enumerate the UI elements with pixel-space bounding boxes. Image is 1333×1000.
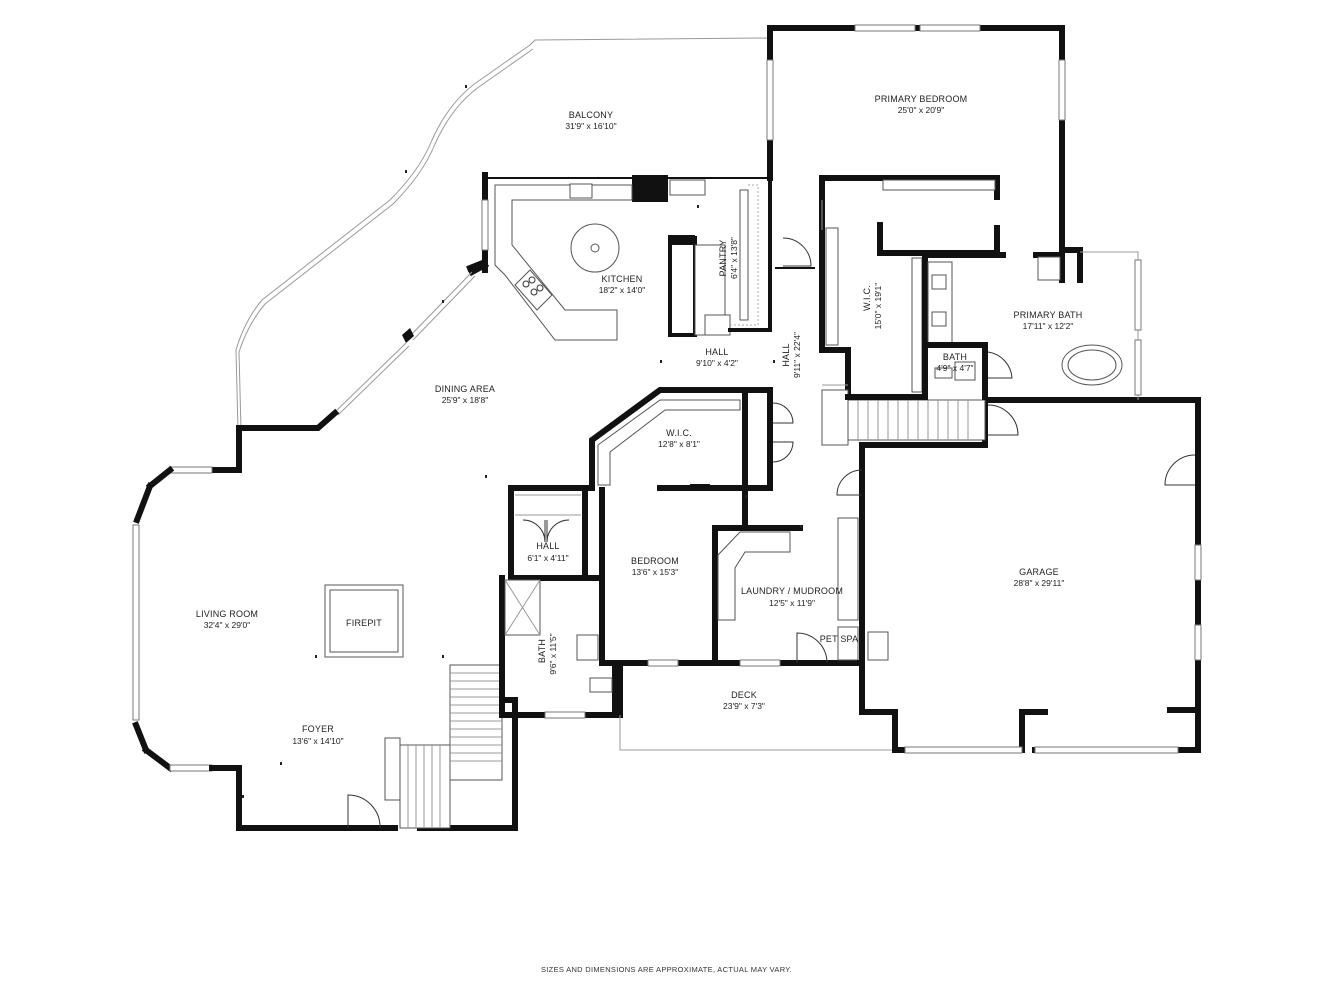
label-bath-small-dim: 4'9" x 4'7" <box>936 363 973 373</box>
primary-bath-walls <box>922 251 1142 400</box>
label-bath-lower-name: BATH <box>537 639 547 663</box>
label-foyer-name: FOYER <box>302 724 334 734</box>
label-hall-upper-name: HALL <box>705 347 728 357</box>
label-deck-dim: 23'9" x 7'3" <box>723 701 765 711</box>
label-laundry-dim: 12'5" x 11'9" <box>769 598 815 608</box>
primary-bedroom-walls <box>766 24 1083 283</box>
label-primary-bath-name: PRIMARY BATH <box>1014 310 1083 320</box>
laundry-walls <box>712 517 863 667</box>
label-balcony-dim: 31'9" x 16'10" <box>565 121 616 131</box>
living-dining-walls <box>132 260 518 831</box>
label-balcony-name: BALCONY <box>569 110 613 120</box>
label-kitchen-dim: 18'2" x 14'0" <box>599 285 646 295</box>
label-bedroom-dim: 13'6" x 15'3" <box>632 567 679 577</box>
label-deck-name: DECK <box>731 690 757 700</box>
label-laundry-name: LAUNDRY / MUDROOM <box>741 586 843 596</box>
label-hall-upper-dim: 9'10" x 4'2" <box>696 358 738 368</box>
hall-wic-primary-walls <box>775 175 1000 446</box>
label-wic-center-name: W.I.C. <box>666 428 692 438</box>
label-hall-vertical-name: HALL <box>781 343 791 366</box>
label-wic-center-dim: 12'8" x 8'1" <box>658 439 700 449</box>
label-wic-primary-name: W.I.C. <box>862 285 872 311</box>
label-hall-small-name: HALL <box>536 541 559 551</box>
label-wic-primary-dim: 15'0" x 19'1" <box>873 283 883 330</box>
label-primary-bedroom-dim: 25'0" x 20'9" <box>898 105 945 115</box>
label-dining-name: DINING AREA <box>435 384 495 394</box>
label-hall-small-dim: 6'1" x 4'11" <box>527 553 568 563</box>
room-labels: BALCONY 31'9" x 16'10" PRIMARY BEDROOM 2… <box>196 94 1083 746</box>
label-bath-lower-dim: 9'6" x 11'5" <box>548 633 558 674</box>
label-pantry-name: PANTRY <box>718 240 728 277</box>
label-hall-vertical-dim: 9'11" x 22'4" <box>792 332 802 378</box>
label-firepit: FIREPIT <box>346 618 382 628</box>
label-dining-dim: 25'9" x 18'8" <box>442 395 489 405</box>
label-bath-small-name: BATH <box>943 352 967 362</box>
firepit <box>324 584 404 658</box>
kitchen-walls <box>466 147 773 341</box>
label-pet-spa-name: PET SPA <box>820 634 859 644</box>
balcony-outline <box>235 37 771 431</box>
label-garage-dim: 28'8" x 29'11" <box>1014 578 1065 588</box>
label-living-room-name: LIVING ROOM <box>196 609 258 619</box>
stairs-foyer <box>384 664 503 829</box>
label-bedroom-name: BEDROOM <box>631 556 679 566</box>
label-living-room-dim: 32'4" x 29'0" <box>204 620 251 630</box>
disclaimer-note: SIZES AND DIMENSIONS ARE APPROXIMATE, AC… <box>541 965 792 974</box>
label-primary-bedroom-name: PRIMARY BEDROOM <box>875 94 968 104</box>
bedroom-walls <box>599 485 748 667</box>
wall-ticks <box>242 85 802 798</box>
label-kitchen-name: KITCHEN <box>602 274 643 284</box>
label-garage-name: GARAGE <box>1019 567 1059 577</box>
garage-walls <box>836 397 1202 754</box>
hall-bath-lower-walls <box>499 485 618 719</box>
label-primary-bath-dim: 17'11" x 12'2" <box>1023 321 1074 331</box>
label-pantry-dim: 6'4" x 13'8" <box>729 237 739 279</box>
label-foyer-dim: 13'6" x 14'10" <box>292 736 343 746</box>
